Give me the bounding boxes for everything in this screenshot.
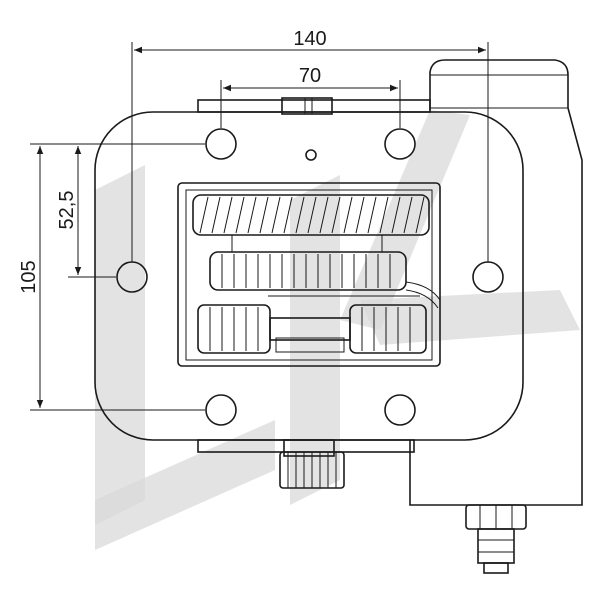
- dimension-105: 105: [18, 143, 205, 411]
- dimension-label-70: 70: [299, 65, 321, 87]
- dimension-label-140: 140: [293, 28, 326, 50]
- hole-top-left: [205, 128, 237, 160]
- dimension-label-52-5: 52,5: [56, 191, 78, 230]
- bottom-fitting: [465, 504, 527, 574]
- upper-gear: [192, 194, 430, 236]
- dimension-52-5: 52,5: [56, 143, 205, 278]
- hole-top-right: [384, 128, 416, 160]
- side-housing: [409, 59, 583, 506]
- small-hole: [305, 149, 317, 161]
- hole-bottom-left: [205, 394, 237, 426]
- middle-gear: [209, 235, 407, 291]
- watermark-logo: [95, 110, 580, 550]
- hole-mid-right: [472, 261, 504, 293]
- output-shaft: [279, 451, 345, 489]
- dimension-label-105: 105: [18, 260, 40, 293]
- housing-plate: [94, 111, 524, 441]
- dimension-70: 70: [220, 65, 401, 128]
- lower-gears: [197, 281, 441, 354]
- inner-window: [177, 182, 441, 367]
- dimension-140: 140: [131, 28, 489, 262]
- hole-bottom-right: [384, 394, 416, 426]
